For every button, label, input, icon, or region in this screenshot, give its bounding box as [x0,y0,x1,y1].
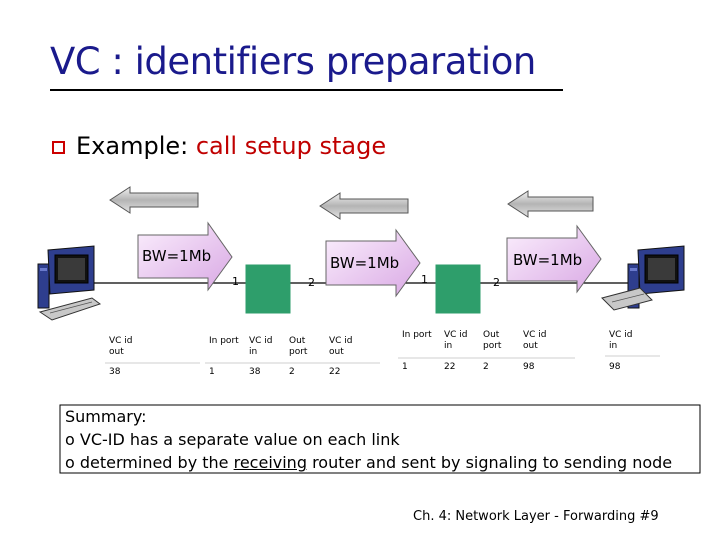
host-right-value: 98 [609,362,620,373]
r1-value-vc-in: 38 [249,367,260,378]
r1-header-out-port: Out port [289,336,323,358]
slide-footer: Ch. 4: Network Layer - Forwarding #9 [413,509,659,524]
summary-underlined-word: receiving [234,453,307,472]
r2-header-vc-out: VC id out [523,330,557,352]
table-rules [105,356,660,363]
r2-value-vc-out: 98 [523,362,534,373]
r1-value-out-port: 2 [289,367,295,378]
bw-label-3: BW=1Mb [513,251,582,269]
r1-header-vc-out: VC id out [329,336,363,358]
router-2 [436,265,480,313]
r1-value-in-port: 1 [209,367,215,378]
router2-port-left: 1 [421,273,428,286]
router2-port-right: 2 [493,276,500,289]
host-right-computer-icon [602,246,684,310]
bw-label-1: BW=1Mb [142,247,211,265]
signal-arrow-1 [110,187,198,213]
router1-port-right: 2 [308,276,315,289]
host-right-header: VC id in [609,330,643,352]
r1-header-vc-in: VC id in [249,336,283,358]
r2-value-in-port: 1 [402,362,408,373]
signal-arrow-2 [320,193,408,219]
bw-label-2: BW=1Mb [330,254,399,272]
r2-value-vc-in: 22 [444,362,455,373]
r2-value-out-port: 2 [483,362,489,373]
host-left-header: VC id out [109,336,149,358]
summary-line-2: o determined by the receiving router and… [65,453,672,472]
signal-arrow-3 [508,191,593,217]
summary-line-1: o VC-ID has a separate value on each lin… [65,430,400,449]
summary-line-2-end: router and sent by signaling to sending … [307,453,672,472]
summary-title: Summary: [65,407,147,426]
r2-header-vc-in: VC id in [444,330,478,352]
r1-value-vc-out: 22 [329,367,340,378]
r1-header-in-port: In port [209,336,243,347]
r2-header-in-port: In port [402,330,436,341]
router1-port-left: 1 [232,275,239,288]
router-1 [246,265,290,313]
summary-line-2-start: o determined by the [65,453,234,472]
r2-header-out-port: Out port [483,330,517,352]
host-left-value: 38 [109,367,120,378]
host-left-computer-icon [38,246,100,320]
